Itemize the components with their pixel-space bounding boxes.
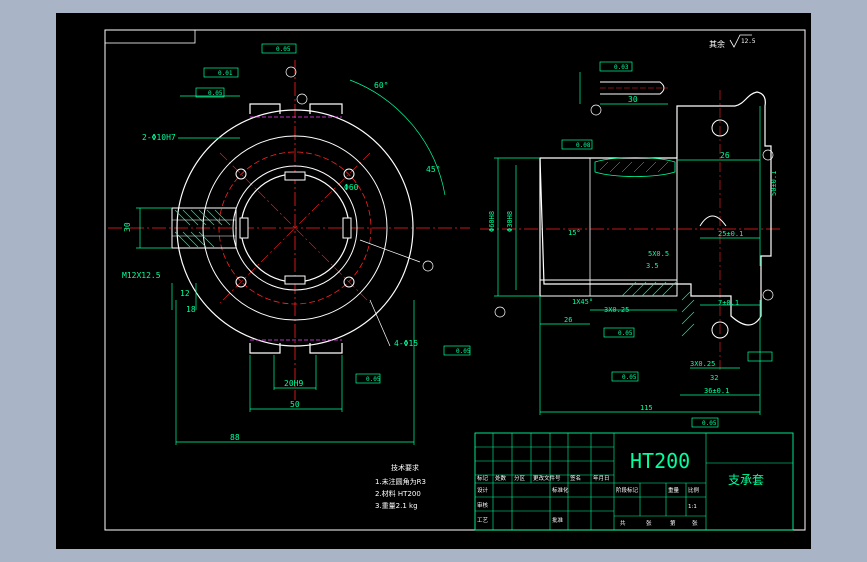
- part-name: 支承套: [728, 473, 764, 487]
- svg-text:0.05: 0.05: [208, 90, 223, 97]
- svg-text:更改文件号: 更改文件号: [533, 474, 561, 482]
- svg-text:3.重量2.1 kg: 3.重量2.1 kg: [375, 502, 418, 510]
- svg-text:60°: 60°: [374, 81, 388, 90]
- body-outline: [539, 91, 772, 326]
- svg-text:第: 第: [670, 519, 676, 527]
- front-view-dims: [136, 79, 446, 445]
- svg-text:88: 88: [230, 433, 240, 442]
- svg-text:标记: 标记: [477, 474, 489, 482]
- svg-text:115: 115: [640, 404, 653, 412]
- svg-text:Φ60H8: Φ60H8: [488, 211, 496, 232]
- svg-text:5X0.5: 5X0.5: [648, 250, 669, 258]
- svg-text:Φ30H8: Φ30H8: [506, 211, 514, 232]
- svg-text:3X0.25: 3X0.25: [604, 306, 629, 314]
- svg-text:0.05: 0.05: [276, 46, 291, 53]
- svg-text:0.05: 0.05: [702, 420, 717, 427]
- svg-text:标准化: 标准化: [552, 486, 569, 494]
- svg-text:张: 张: [646, 519, 652, 527]
- svg-text:20H9: 20H9: [284, 379, 303, 388]
- svg-text:Φ60: Φ60: [344, 183, 359, 192]
- svg-text:0.08: 0.08: [576, 142, 591, 149]
- svg-text:处数: 处数: [495, 474, 507, 482]
- bolt-holes: [235, 168, 355, 288]
- title-block: HT200 支承套 标记 处数 分区 更改文件号 签名 年月日 设计 标准化 审…: [474, 432, 794, 531]
- svg-text:张: 张: [692, 519, 698, 527]
- svg-text:25±0.1: 25±0.1: [718, 230, 743, 238]
- svg-text:1X45°: 1X45°: [572, 298, 593, 306]
- svg-text:2.材料 HT200: 2.材料 HT200: [375, 489, 421, 498]
- svg-text:15°: 15°: [568, 229, 581, 237]
- svg-text:年月日: 年月日: [593, 474, 610, 482]
- svg-text:30: 30: [628, 95, 638, 104]
- drawing-sheet: [56, 13, 811, 549]
- svg-text:工艺: 工艺: [477, 517, 489, 524]
- svg-text:批准: 批准: [552, 516, 564, 524]
- svg-text:0.03: 0.03: [614, 64, 629, 71]
- svg-text:0.05: 0.05: [618, 330, 633, 337]
- reference-box: [104, 29, 196, 44]
- svg-text:50±0.1: 50±0.1: [770, 171, 778, 196]
- svg-text:50: 50: [290, 400, 300, 409]
- svg-text:签名: 签名: [570, 474, 581, 482]
- svg-text:32: 32: [710, 374, 718, 382]
- svg-text:3.5: 3.5: [646, 262, 659, 270]
- svg-text:分区: 分区: [514, 474, 526, 482]
- svg-text:共: 共: [620, 519, 626, 527]
- roughness-icon: [729, 34, 752, 48]
- svg-text:其余: 其余: [709, 39, 725, 49]
- front-view: 2-Φ10H7 30 M12X12.5 12 18 20H9 50 88 60°…: [108, 43, 471, 445]
- bolt-circle: [218, 151, 372, 305]
- material-label: HT200: [630, 449, 690, 473]
- svg-text:26: 26: [564, 316, 572, 324]
- svg-text:12.5: 12.5: [741, 38, 756, 45]
- surface-finish-note: 其余 12.5: [709, 34, 756, 49]
- section-view: Φ60H8 Φ30H8 30 26 50±0.1 15° 5X0.5 3.5 2…: [480, 61, 780, 428]
- svg-text:重量: 重量: [668, 486, 680, 494]
- svg-text:7±0.1: 7±0.1: [718, 299, 739, 307]
- svg-text:0.05: 0.05: [456, 348, 471, 355]
- outer-circle: [176, 109, 414, 347]
- svg-text:3X0.25: 3X0.25: [690, 360, 715, 368]
- svg-text:1:1: 1:1: [688, 504, 697, 510]
- svg-text:30: 30: [123, 222, 132, 232]
- svg-text:0.05: 0.05: [366, 376, 381, 383]
- svg-text:36±0.1: 36±0.1: [704, 387, 729, 395]
- drawing-frame: [104, 29, 806, 531]
- technical-notes: 技术要求 1.未注圆角为R3 2.材料 HT200 3.重量2.1 kg: [375, 463, 426, 510]
- svg-text:设计: 设计: [477, 486, 489, 494]
- svg-text:阶段标记: 阶段标记: [616, 486, 639, 494]
- svg-text:1.未注圆角为R3: 1.未注圆角为R3: [375, 477, 426, 486]
- svg-text:12: 12: [180, 289, 190, 298]
- svg-text:比例: 比例: [688, 486, 700, 494]
- svg-text:0.01: 0.01: [218, 70, 233, 77]
- svg-text:技术要求: 技术要求: [391, 463, 419, 472]
- svg-text:审核: 审核: [477, 501, 489, 509]
- section-view-dims: [494, 72, 761, 415]
- svg-text:2-Φ10H7: 2-Φ10H7: [142, 133, 176, 142]
- svg-text:26: 26: [720, 151, 730, 160]
- svg-text:0.05: 0.05: [622, 374, 637, 381]
- svg-text:M12X12.5: M12X12.5: [122, 271, 161, 280]
- svg-text:4-Φ15: 4-Φ15: [394, 339, 418, 348]
- svg-text:45°: 45°: [426, 165, 440, 174]
- svg-text:18: 18: [186, 305, 196, 314]
